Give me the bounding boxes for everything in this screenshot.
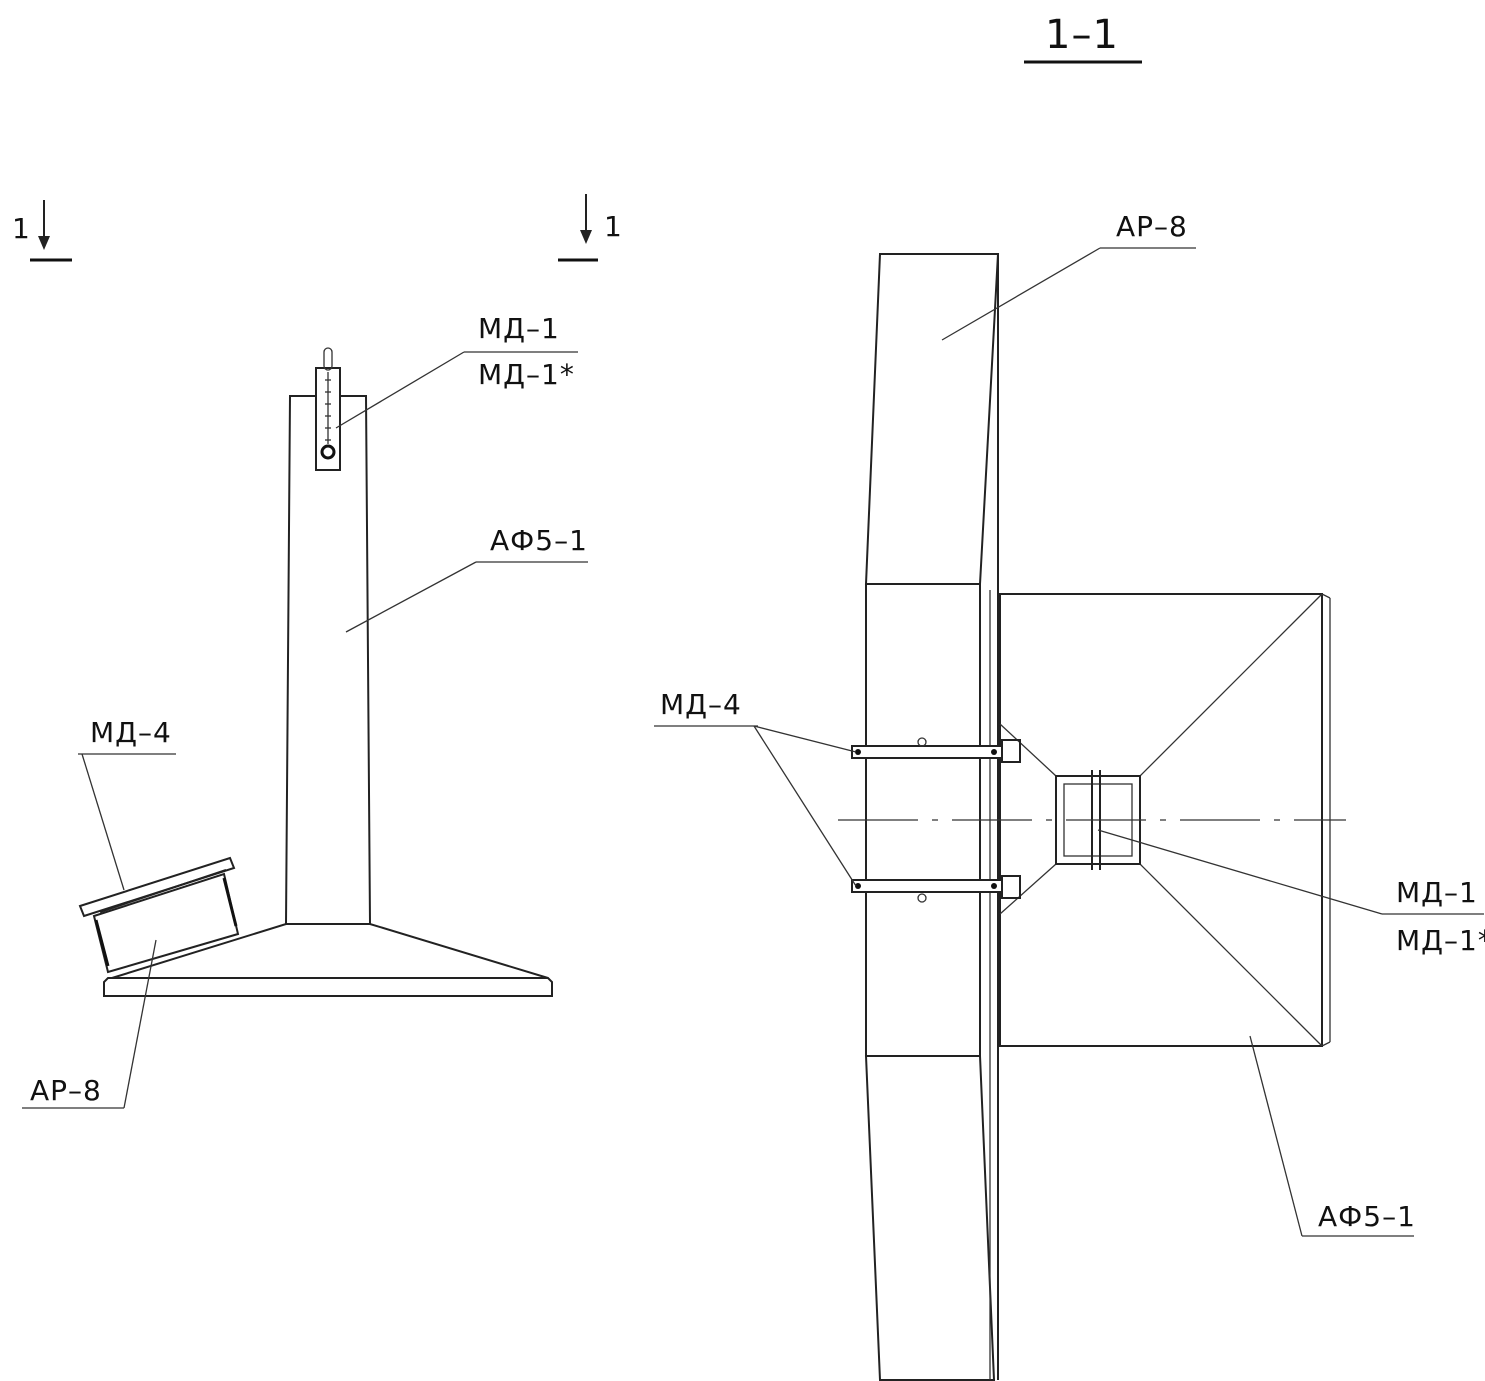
base-slab	[103, 977, 553, 997]
panel-right-bolt	[222, 877, 238, 927]
left-label-thermometer: МД–1 МД–1*	[335, 312, 578, 429]
thermometer-tip	[323, 347, 333, 371]
left-label-af5: АФ5–1	[490, 524, 588, 557]
thermometer-bulb	[320, 444, 336, 460]
bracket-upper	[851, 737, 1021, 763]
right-label-md1-alt: МД–1*	[1396, 924, 1485, 957]
pylon-column	[285, 395, 371, 925]
left-view: МД–1 МД–1* АФ5–1 МД–4 АР–8	[22, 312, 588, 1109]
tilted-panel	[78, 856, 240, 974]
right-label-af5: АФ5–1	[1318, 1200, 1416, 1233]
right-label-md1: МД–1	[1396, 876, 1478, 909]
right-leader-md4-lower	[753, 725, 857, 887]
bracket-bolt	[991, 883, 997, 889]
bracket-upper-clamp	[1001, 739, 1021, 763]
right-leader-af5	[1249, 1035, 1303, 1237]
panel-cover-bracket	[78, 856, 236, 918]
section-title: 1–1	[1045, 12, 1119, 58]
panel-body	[92, 872, 240, 974]
left-label-md1-alt: МД–1*	[478, 358, 575, 391]
bracket-bolt	[991, 749, 997, 755]
bracket-bolt	[855, 883, 861, 889]
section-mark-right-label: 1	[604, 210, 623, 243]
section-mark-right: 1	[558, 194, 623, 262]
left-leader-md1	[335, 351, 465, 429]
bracket-bolt	[855, 749, 861, 755]
panel-top-section	[864, 253, 1000, 585]
bracket-lower-strap	[851, 879, 1003, 893]
thermometer-icon	[315, 347, 341, 471]
bracket-hole	[917, 893, 927, 903]
footing-hip-se	[1139, 863, 1323, 1047]
panel-bottom-section	[864, 1055, 996, 1381]
left-label-panel: АР–8	[22, 939, 157, 1109]
right-view: АР–8 МД–4 МД–1 МД–1* АФ5–1	[654, 210, 1485, 1381]
section-arrow-right-head	[580, 230, 592, 244]
panel-top-edge	[99, 869, 227, 913]
bracket-upper-strap	[851, 745, 1003, 759]
left-leader-af5	[345, 561, 477, 633]
right-label-thermometer: МД–1 МД–1*	[1097, 829, 1485, 957]
left-leader-ar8	[123, 939, 157, 1109]
left-label-ar8: АР–8	[30, 1074, 102, 1107]
left-label-md1: МД–1	[478, 312, 560, 345]
bracket-lower-clamp	[1001, 875, 1021, 899]
section-mark-left: 1	[12, 200, 72, 262]
bracket-lower	[851, 875, 1021, 903]
panel-left-bolt	[94, 919, 110, 967]
right-label-md4: МД–4	[660, 688, 742, 721]
right-label-panel: АР–8	[941, 210, 1196, 341]
left-label-bracket: МД–4	[78, 716, 176, 891]
right-leader-md4-upper	[753, 725, 857, 753]
footing-hip-nw	[999, 723, 1057, 777]
section-arrow-left-head	[38, 236, 50, 250]
footing-edge-detail	[1321, 1041, 1331, 1047]
left-leader-md4	[81, 753, 125, 891]
right-leader-ar8	[941, 247, 1101, 341]
right-leader-md1	[1097, 829, 1383, 915]
bracket-hole	[917, 737, 927, 747]
left-label-pylon: АФ5–1	[345, 524, 588, 633]
footing-edge-detail	[1321, 593, 1331, 599]
footing-hip-sw	[999, 863, 1057, 915]
left-label-md4: МД–4	[90, 716, 172, 749]
right-label-pylon: АФ5–1	[1249, 1035, 1416, 1237]
section-mark-left-label: 1	[12, 212, 31, 245]
right-label-bracket: МД–4	[654, 688, 857, 887]
footing-hip-ne	[1139, 593, 1323, 777]
right-label-ar8: АР–8	[1116, 210, 1188, 243]
section-title-group: 1–1	[1024, 12, 1142, 64]
